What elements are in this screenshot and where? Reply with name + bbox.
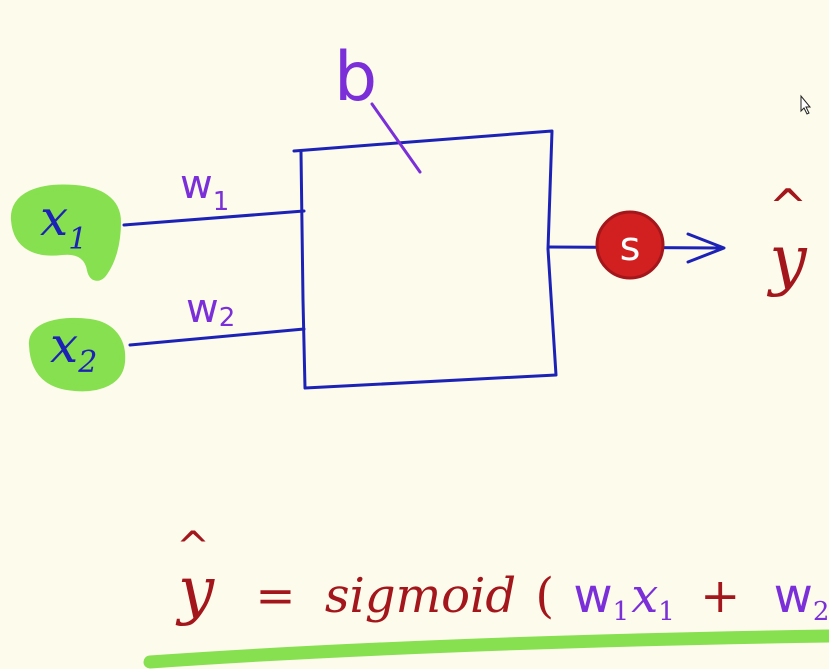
formula-underline-highlight [143, 629, 829, 669]
formula-lhs: y [175, 554, 215, 628]
input-x2-subscript: 2 [77, 345, 97, 380]
x2-connection [128, 327, 306, 347]
weight-w1-symbol: w [180, 162, 213, 208]
input-x1-label: x1 [40, 189, 87, 257]
input-x1-symbol: x [40, 189, 68, 247]
formula-w2-sub: 2 [813, 597, 829, 627]
input-x1-subscript: 1 [68, 222, 87, 257]
formula-equals: = [255, 568, 295, 624]
formula-plus-1: + [700, 568, 740, 624]
formula-w1-sub: 1 [613, 597, 630, 627]
weight-w2-label: w2 [186, 286, 235, 333]
formula-w2: w [774, 568, 813, 624]
weight-w2-subscript: 2 [219, 303, 236, 333]
activation-node [595, 210, 665, 280]
input-x2-label: x2 [50, 316, 97, 380]
formula: y = sigmoid ( w1x1 + w2x2 + b ) [175, 554, 829, 632]
weight-w1-subscript: 1 [213, 187, 230, 217]
neuron-box [292, 129, 558, 390]
bias-label: b [334, 38, 377, 117]
weight-w2-symbol: w [186, 286, 219, 332]
formula-hat: ^ [176, 524, 210, 570]
mouse-pointer-icon [800, 94, 812, 115]
x1-highlight [10, 184, 121, 281]
output-label: y [766, 221, 807, 298]
bias-connection [370, 102, 422, 174]
formula-open-paren: ( [535, 568, 554, 624]
x2-highlight [28, 317, 126, 392]
output-hat: ^ [769, 179, 808, 233]
formula-x1-sub: 1 [658, 597, 675, 627]
formula-w1: w [573, 568, 612, 624]
output-arrowhead [686, 232, 726, 264]
formula-x1: x [631, 568, 658, 624]
activation-label: s [620, 224, 641, 270]
weight-w1-label: w1 [180, 162, 229, 217]
x1-connection [122, 209, 306, 227]
formula-function-name: sigmoid [325, 568, 516, 624]
input-x2-symbol: x [50, 316, 78, 374]
